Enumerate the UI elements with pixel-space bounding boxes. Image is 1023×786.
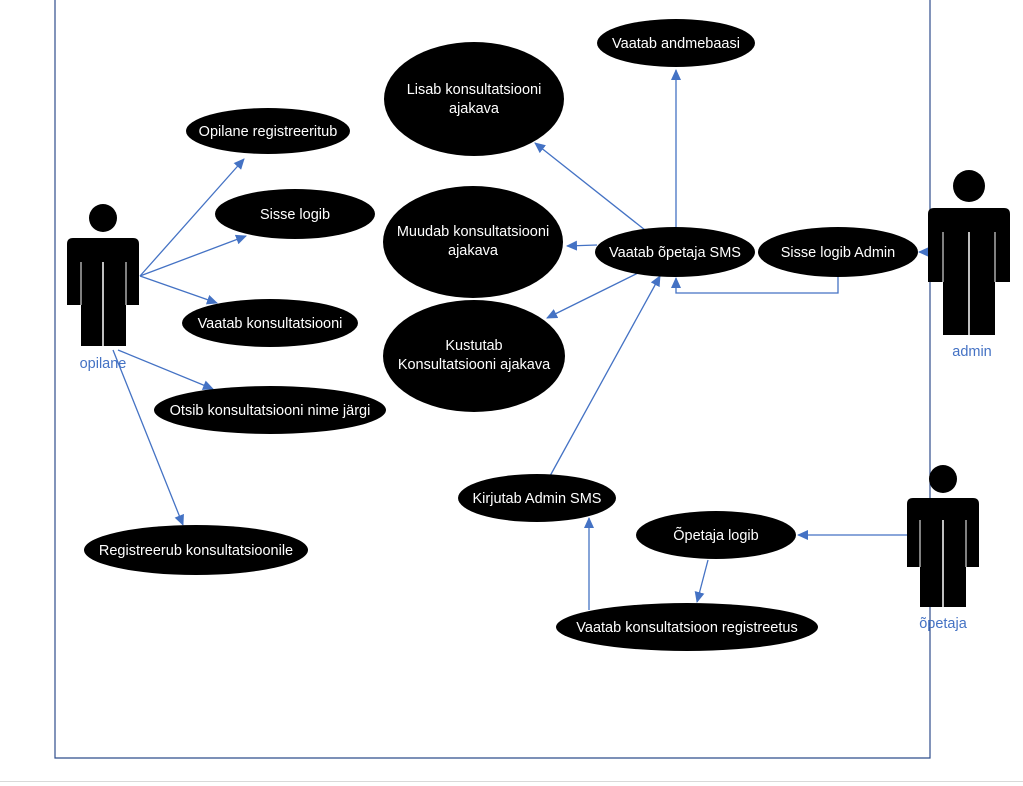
usecase-ellipse [182,299,358,347]
arrow-sms-to-kustutab [546,271,641,319]
usecase-ellipse [758,227,918,277]
usecase-ellipse [595,227,755,277]
usecase-label-line: Sisse logib [260,207,330,223]
arrow-sms-to-lisab [534,142,646,231]
actor-opilane: opilane [67,204,139,372]
usecase-vaatab-konsultatsiooni: Vaatab konsultatsiooni [182,299,358,347]
arrow-sisse-logib-admin-to-sms [671,273,839,294]
usecase-opilane-registreeritub: Opilane registreeritub [186,108,350,154]
usecase-sisse-logib: Sisse logib [215,189,375,239]
usecase-ellipse [556,603,818,651]
connectors [112,69,929,610]
usecase-ellipse [458,474,616,522]
usecase-ellipse [215,189,375,239]
arrow-opilane-to-registreeritub [139,158,245,277]
usecase-ellipse [154,386,386,434]
usecase-label-line: Kirjutab Admin SMS [473,491,602,507]
usecase-label: Otsib konsultatsiooni nime järgi [170,403,371,419]
usecase-muudab-ajakava: Muudab konsultatsiooni ajakava [383,186,563,298]
usecase-label-line: Kustutab [445,338,502,354]
usecase-ellipse [84,525,308,575]
usecase-ellipse [636,511,796,559]
usecase-ellipse [186,108,350,154]
usecase-vaatab-andmebaasi: Vaatab andmebaasi [597,19,755,67]
usecase-label-line: Vaatab konsultatsioon registreetus [576,620,797,636]
usecase-label: Lisab konsultatsiooni ajakava [407,82,542,117]
actor-admin-label: admin [952,344,992,360]
usecase-label: Kirjutab Admin SMS [473,491,602,507]
arrow-opilane-to-vaatab-konsultatsiooni [139,275,218,305]
usecase-registreerub-konsultatsioonile: Registreerub konsultatsioonile [84,525,308,575]
actor-opetaja: õpetaja [907,465,979,632]
usecase-ellipse [383,186,563,298]
usecase-label-line: Muudab konsultatsiooni [397,224,549,240]
usecase-label-line: Vaatab õpetaja SMS [609,245,741,261]
usecase-label: Muudab konsultatsiooni ajakava [397,224,549,259]
actor-opetaja-head [929,465,957,493]
usecase-label-line: Konsultatsiooni ajakava [398,357,551,373]
usecase-label-line: Opilane registreeritub [199,124,338,140]
usecase-label-line: Lisab konsultatsiooni [407,82,542,98]
usecase-ellipse [383,300,565,412]
usecase-label-line: Sisse logib Admin [781,245,895,261]
arrow-opilane-to-registreerub [112,349,184,526]
usecase-otsib-konsultatsiooni: Otsib konsultatsiooni nime järgi [154,386,386,434]
usecase-label: Vaatab konsultatsioon registreetus [576,620,797,636]
usecase-vaatab-opetaja-sms: Vaatab õpetaja SMS [595,227,755,277]
usecase-ellipse [597,19,755,67]
usecase-lisab-ajakava: Lisab konsultatsiooni ajakava [384,42,564,156]
system-boundary [54,0,931,759]
usecase-label-line: Vaatab andmebaasi [612,36,740,52]
usecase-label-line: Vaatab konsultatsiooni [198,316,343,332]
usecase-ellipse [384,42,564,156]
usecase-label: Õpetaja logib [673,527,758,544]
actor-opetaja-label: õpetaja [919,616,968,632]
usecase-label: Vaatab andmebaasi [612,36,740,52]
usecase-label: Vaatab õpetaja SMS [609,245,741,261]
usecase-vaatab-registreetus: Vaatab konsultatsioon registreetus [556,603,818,651]
usecase-opetaja-logib: Õpetaja logib [636,511,796,559]
usecase-label-line: ajakava [448,243,499,259]
actor-opilane-head [89,204,117,232]
usecase-label-line: Otsib konsultatsiooni nime järgi [170,403,371,419]
usecase-sisse-logib-admin: Sisse logib Admin [758,227,918,277]
usecase-label: Registreerub konsultatsioonile [99,543,293,559]
page-bottom-divider [0,781,1023,782]
usecase-label-line: Registreerub konsultatsioonile [99,543,293,559]
usecase-label-line: ajakava [449,101,500,117]
usecase-label: Sisse logib [260,207,330,223]
usecase-kirjutab-admin-sms: Kirjutab Admin SMS [458,474,616,522]
actor-admin-head [953,170,985,202]
arrow-opilane-to-sisse-logib [139,234,247,277]
arrow-opilane-to-otsib [117,349,214,390]
arrow-kirjutab-to-sms [549,275,661,477]
usecase-label: Opilane registreeritub [199,124,338,140]
usecase-label: Sisse logib Admin [781,245,895,261]
actor-admin: admin [928,170,1010,360]
usecase-label: Vaatab konsultatsiooni [198,316,343,332]
usecase-label-line: Õpetaja logib [673,527,758,544]
arrow-sms-to-muudab [566,240,598,251]
actor-opilane-label: opilane [80,356,127,372]
arrow-logib-to-registreetus [694,559,709,603]
